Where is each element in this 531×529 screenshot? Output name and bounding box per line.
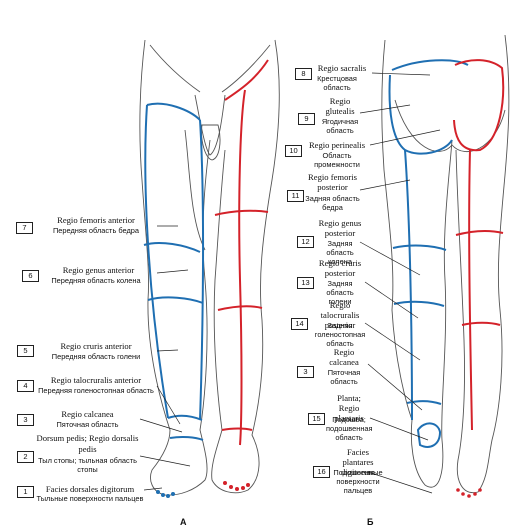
posterior-label-11-russian: Задняя область бедра: [305, 194, 360, 212]
anterior-label-6-russian: Передняя область колена: [51, 276, 141, 285]
anterior-right-knee-band: [217, 305, 263, 311]
anterior-ankle-upper-boundary: [167, 414, 203, 421]
posterior-label-14-latin: Regio talocruralis posterior: [320, 300, 360, 330]
anterior-label-3-num: 3: [17, 414, 34, 426]
posterior-ankle-upper-boundary: [406, 400, 442, 405]
posterior-label-14-russian: Задняя голеностопная область: [314, 321, 366, 348]
anterior-label-7-num: 7: [16, 222, 33, 234]
posterior-knee-upper-boundary: [392, 244, 447, 251]
posterior-label-15-latin: Planta; Regio plantaris: [334, 393, 364, 423]
anterior-thigh-top-boundary: [146, 102, 201, 121]
anterior-inner-left: [184, 129, 206, 251]
posterior-label-9-russian: Ягодичная область: [321, 117, 359, 135]
anterior-label-4-russian: Передняя голеностопная область: [38, 386, 154, 395]
anterior-knee-lower-boundary: [147, 296, 204, 304]
posterior-label-10-num: 10: [285, 145, 302, 157]
posterior-label-15-num: 15: [308, 413, 325, 425]
red-lines: [214, 59, 505, 446]
anterior-lateral-boundary: [144, 104, 169, 419]
posterior-label-14-num: 14: [291, 318, 308, 330]
anterior-right-midline: [238, 89, 246, 446]
posterior-label-3-russian: Пяточная область: [327, 368, 361, 386]
posterior-gluteal-red: [453, 59, 505, 152]
anterior-label-4-num: 4: [17, 380, 34, 392]
posterior-label-12-russian: Задняя область колена: [326, 239, 354, 266]
anterior-ankle-lower-boundary: [169, 435, 204, 441]
posterior-label-11-latin: Regio femoris posterior: [308, 172, 357, 192]
anterior-label-5-num: 5: [17, 345, 34, 357]
anterior-knee-upper-boundary: [143, 242, 201, 253]
anterior-label-3-latin: Regio calcanea: [61, 409, 114, 419]
anterior-label-2-russian: Тыл стопы; тыльная область стопы: [38, 456, 137, 474]
leader-lines: [139, 72, 441, 494]
toe-marks-blue: [156, 490, 175, 498]
posterior-label-9-num: 9: [298, 113, 315, 125]
panel-label-a: А: [180, 517, 187, 527]
posterior-label-3-num: 3: [297, 366, 314, 378]
anterior-label-2-latin: Dorsum pedis; Regio dorsalis pedis: [36, 433, 139, 454]
posterior-label-8-latin: Regio sacralis: [317, 63, 367, 73]
anterior-right-thigh-band: [214, 209, 269, 216]
posterior-right-knee-band: [461, 321, 501, 326]
anterior-label-1-num: 1: [17, 486, 34, 498]
anterior-label-7-russian: Передняя область бедра: [53, 226, 139, 235]
anterior-label-3-russian: Пяточная область: [56, 420, 119, 429]
posterior-left-leg-outline: [381, 39, 453, 488]
posterior-label-12-num: 12: [297, 236, 314, 248]
anterior-label-4-latin: Regio talocruralis anterior: [50, 375, 142, 385]
posterior-label-15-russian: Подошва; подошвенная область: [326, 415, 373, 442]
anterior-right-leg-outline: [211, 39, 280, 494]
anterior-pelvis: [149, 44, 271, 93]
posterior-right-thigh-band: [455, 229, 504, 236]
posterior-label-10-russian: Область промежности: [314, 151, 360, 169]
posterior-gluteal-boundary: [388, 74, 453, 155]
blue-boundaries: [143, 59, 469, 448]
anterior-genitals: [201, 124, 221, 161]
anterior-label-7-latin: Regio femoris anterior: [57, 215, 135, 225]
anterior-right-pelvis: [224, 59, 269, 101]
posterior-label-13-num: 13: [297, 277, 314, 289]
posterior-label-12-latin: Regio genus posterior: [318, 218, 362, 238]
posterior-label-3-latin: Regio calcanea: [329, 347, 359, 367]
anterior-label-6-latin: Regio genus anterior: [62, 265, 135, 275]
posterior-right-midline: [468, 149, 473, 431]
posterior-vertical-boundary: [404, 149, 413, 421]
posterior-label-16-latin: Facies plantares digitorum: [341, 447, 375, 477]
posterior-sacral-boundary: [391, 59, 469, 71]
posterior-right-leg-outline: [455, 34, 510, 494]
posterior-label-9-latin: Regio glutealis: [325, 96, 355, 116]
posterior-knee-lower-boundary: [393, 300, 445, 307]
posterior-label-11-num: 11: [287, 190, 304, 202]
anterior-label-2-num: 2: [17, 451, 34, 463]
anterior-label-5-latin: Regio cruris anterior: [60, 341, 132, 351]
anterior-vertical-boundary: [199, 119, 205, 421]
anterior-right-ankle-band: [221, 427, 253, 431]
posterior-label-8-russian: Крестцовая область: [317, 74, 357, 92]
anterior-label-1-latin: Facies dorsales digitorum: [45, 484, 135, 494]
posterior-label-13-latin: Regio cruris posterior: [318, 258, 362, 278]
anterior-label-5-russian: Передняя область голени: [51, 352, 141, 361]
posterior-label-16-num: 16: [313, 466, 330, 478]
posterior-label-10-latin: Regio perinealis: [308, 140, 366, 150]
posterior-label-8-num: 8: [295, 68, 312, 80]
anterior-left-leg-outline: [139, 39, 211, 496]
posterior-label-13-russian: Задняя область голени: [326, 279, 354, 306]
panel-label-b: Б: [367, 517, 374, 527]
toe-marks: [223, 481, 482, 498]
anterior-label-1-russian: Тыльные поверхности пальцев: [36, 494, 144, 503]
posterior-label-16-russian: Подошвенные поверхности пальцев: [333, 468, 383, 495]
posterior-heel-boundary: [416, 422, 442, 448]
anterior-label-6-num: 6: [22, 270, 39, 282]
